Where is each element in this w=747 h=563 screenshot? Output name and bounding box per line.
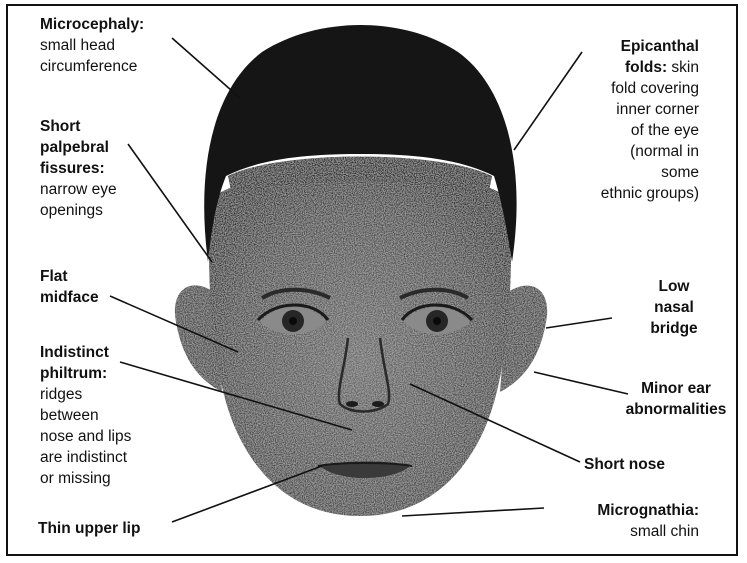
- label-epicanthal-folds: Epicanthal folds: skin fold covering inn…: [601, 36, 699, 204]
- palpebral-term-2: palpebral: [40, 139, 109, 156]
- epicanthal-desc-3: fold covering: [601, 78, 699, 99]
- micrognathia-term: Micrognathia:: [597, 502, 699, 519]
- label-microcephaly: Microcephaly: small head circumference: [40, 14, 144, 77]
- epicanthal-desc-2: skin: [667, 59, 699, 76]
- palpebral-desc-1: narrow eye: [40, 179, 117, 200]
- palpebral-term-3: fissures:: [40, 160, 105, 177]
- leader-micrognathia: [402, 508, 544, 516]
- philtrum-term-2: philtrum:: [40, 365, 107, 382]
- label-short-nose: Short nose: [584, 454, 665, 475]
- leader-microcephaly: [172, 38, 240, 98]
- label-short-palpebral-fissures: Short palpebral fissures: narrow eye ope…: [40, 116, 117, 221]
- label-thin-upper-lip: Thin upper lip: [38, 518, 140, 539]
- label-flat-midface: Flat midface: [40, 266, 99, 308]
- epicanthal-desc-4: inner corner: [601, 99, 699, 120]
- palpebral-term-1: Short: [40, 118, 80, 135]
- microcephaly-term: Microcephaly:: [40, 16, 144, 33]
- midface-term-2: midface: [40, 289, 99, 306]
- ear-term-2: abnormalities: [626, 401, 727, 418]
- nose-term: Short nose: [584, 456, 665, 473]
- ear-term-1: Minor ear: [641, 380, 711, 397]
- epicanthal-desc-5: of the eye: [601, 120, 699, 141]
- philtrum-term-1: Indistinct: [40, 344, 109, 361]
- microcephaly-desc-2: circumference: [40, 56, 144, 77]
- epicanthal-term-2: folds:: [625, 59, 667, 76]
- epicanthal-desc-8: ethnic groups): [601, 183, 699, 204]
- epicanthal-desc-6: (normal in: [601, 141, 699, 162]
- label-low-nasal-bridge: Low nasal bridge: [630, 276, 718, 339]
- epicanthal-desc-7: some: [601, 162, 699, 183]
- leader-ear: [534, 372, 628, 394]
- microcephaly-desc-1: small head: [40, 35, 144, 56]
- philtrum-desc-5: or missing: [40, 468, 131, 489]
- label-indistinct-philtrum: Indistinct philtrum: ridges between nose…: [40, 342, 131, 489]
- philtrum-desc-2: between: [40, 405, 131, 426]
- lip-term: Thin upper lip: [38, 520, 140, 537]
- label-micrognathia: Micrognathia: small chin: [597, 500, 699, 542]
- nasal-bridge-term-2: nasal: [654, 299, 694, 316]
- leader-palpebral: [128, 144, 212, 262]
- palpebral-desc-2: openings: [40, 200, 117, 221]
- nasal-bridge-term-1: Low: [659, 278, 690, 295]
- label-minor-ear-abnormalities: Minor ear abnormalities: [618, 378, 734, 420]
- philtrum-desc-3: nose and lips: [40, 426, 131, 447]
- midface-term-1: Flat: [40, 268, 68, 285]
- philtrum-desc-4: are indistinct: [40, 447, 131, 468]
- leader-nasal-bridge: [546, 318, 612, 328]
- micrognathia-desc: small chin: [597, 521, 699, 542]
- leader-epicanthal: [514, 52, 582, 150]
- epicanthal-term-1: Epicanthal: [621, 38, 699, 55]
- nasal-bridge-term-3: bridge: [650, 320, 697, 337]
- philtrum-desc-1: ridges: [40, 384, 131, 405]
